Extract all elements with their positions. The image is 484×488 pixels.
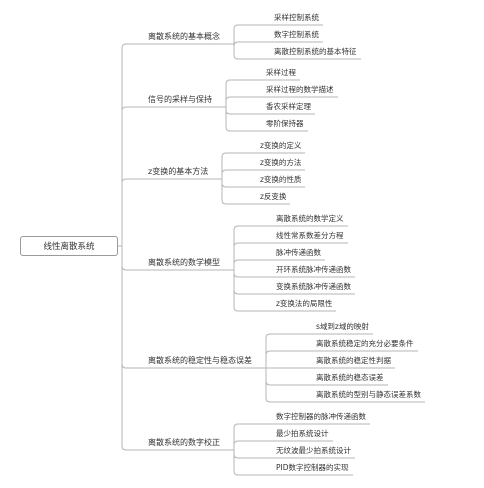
branch-basic-concepts[interactable]: 离散系统的基本概念 <box>148 32 220 41</box>
branch-leaf-connector <box>212 152 258 180</box>
leaf-item[interactable]: 离散系统的稳态误差 <box>316 373 384 382</box>
branch-leaf-connector <box>212 178 258 205</box>
branch-sampling-hold[interactable]: 信号的采样与保持 <box>148 95 212 104</box>
branch-leaf-connector <box>224 440 274 451</box>
root-node[interactable]: 线性离散系统 <box>20 236 118 256</box>
branch-leaf-connector <box>256 367 314 403</box>
branch-leaf-connector <box>224 269 274 312</box>
branch-leaf-connector <box>216 79 264 108</box>
leaf-item[interactable]: 线性常系数差分方程 <box>276 231 344 240</box>
branch-leaf-connector <box>224 242 274 271</box>
leaf-item[interactable]: 无纹波最少拍系统设计 <box>276 446 351 455</box>
root-branch-connector <box>118 43 146 247</box>
leaf-item[interactable]: 数字控制器的脉冲传递函数 <box>276 412 366 421</box>
leaf-item[interactable]: 脉冲传递函数 <box>276 248 321 257</box>
leaf-item[interactable]: 零阶保持器 <box>266 119 304 128</box>
leaf-item[interactable]: PID数字控制器的实现 <box>276 463 349 472</box>
root-branch-connector <box>118 245 146 451</box>
branch-leaf-connector <box>256 333 314 369</box>
root-branch-connector <box>118 106 146 247</box>
leaf-item[interactable]: z变换的性质 <box>260 175 302 184</box>
branch-leaf-connector <box>256 367 314 386</box>
branch-leaf-connector <box>224 43 272 60</box>
leaf-item[interactable]: 采样过程的数学描述 <box>266 85 334 94</box>
leaf-item[interactable]: 数字控制系统 <box>274 30 319 39</box>
leaf-item[interactable]: 香农采样定理 <box>266 102 311 111</box>
leaf-item[interactable]: 采样控制系统 <box>274 13 319 22</box>
branch-digital-correction[interactable]: 离散系统的数字校正 <box>148 438 220 447</box>
leaf-item[interactable]: 离散系统稳定的充分必要条件 <box>316 339 414 348</box>
branch-leaf-connector <box>224 269 274 278</box>
root-branch-connector <box>118 178 146 247</box>
leaf-item[interactable]: z变换的方法 <box>260 158 302 167</box>
branch-leaf-connector <box>224 259 274 271</box>
branch-leaf-connector <box>212 169 258 180</box>
branch-leaf-connector <box>224 423 274 451</box>
leaf-item[interactable]: 离散控制系统的基本特征 <box>274 47 357 56</box>
leaf-item[interactable]: 采样过程 <box>266 68 296 77</box>
leaf-item[interactable]: z变换法的局限性 <box>276 299 333 308</box>
leaf-item[interactable]: 离散系统的数学定义 <box>276 214 344 223</box>
branch-leaf-connector <box>212 178 258 188</box>
leaf-item[interactable]: z反变换 <box>260 192 287 201</box>
leaf-item[interactable]: 最少拍系统设计 <box>276 429 329 438</box>
branch-leaf-connector <box>224 449 274 459</box>
leaf-item[interactable]: 变换系统脉冲传递函数 <box>276 282 351 291</box>
branch-leaf-connector <box>256 350 314 369</box>
branch-leaf-connector <box>216 106 264 132</box>
branch-leaf-connector <box>216 96 264 108</box>
leaf-item[interactable]: 离散系统的稳定性判据 <box>316 356 391 365</box>
branch-leaf-connector <box>224 225 274 271</box>
branch-leaf-connector <box>224 24 272 45</box>
branch-leaf-connector <box>216 106 264 115</box>
leaf-item[interactable]: 离散系统的型别与静态误差系数 <box>316 390 421 399</box>
branch-stability-error[interactable]: 离散系统的稳定性与稳态误差 <box>148 356 252 365</box>
branch-leaf-connector <box>224 269 274 295</box>
leaf-item[interactable]: 开环系统脉冲传递函数 <box>276 265 351 274</box>
leaf-item[interactable]: s域到z域的映射 <box>316 322 369 331</box>
branch-z-transform[interactable]: z变换的基本方法 <box>148 167 209 176</box>
branch-math-model[interactable]: 离散系统的数学模型 <box>148 258 220 267</box>
branch-leaf-connector <box>224 449 274 476</box>
leaf-item[interactable]: z变换的定义 <box>260 141 302 150</box>
